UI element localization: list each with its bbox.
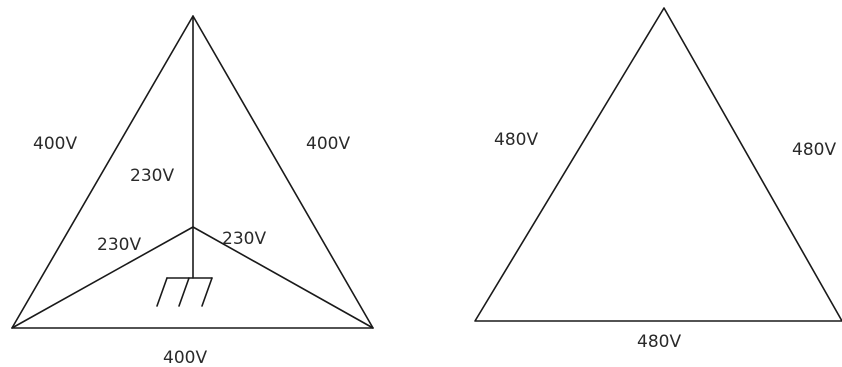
delta-voltage-left: 480V [494, 130, 538, 150]
wye-line-voltage-bottom: 400V [163, 348, 207, 367]
wye-system-diagram: 400V 400V 400V 230V 230V 230V [11, 15, 374, 367]
delta-voltage-right: 480V [792, 140, 836, 160]
wye-phase-left-conductor [11, 226, 194, 329]
wye-line-voltage-right: 400V [306, 134, 350, 154]
wye-outer-triangle [11, 15, 374, 329]
wye-phase-voltage-right: 230V [222, 229, 266, 249]
wye-phase-right-conductor [192, 226, 374, 329]
delta-system-diagram: 480V 480V 480V [474, 7, 842, 352]
ground-icon [156, 226, 213, 307]
wye-line-voltage-left: 400V [33, 134, 77, 154]
wye-phase-voltage-top: 230V [130, 166, 174, 186]
delta-triangle [474, 7, 842, 322]
delta-voltage-bottom: 480V [637, 332, 681, 352]
wye-phase-voltage-left: 230V [97, 235, 141, 255]
